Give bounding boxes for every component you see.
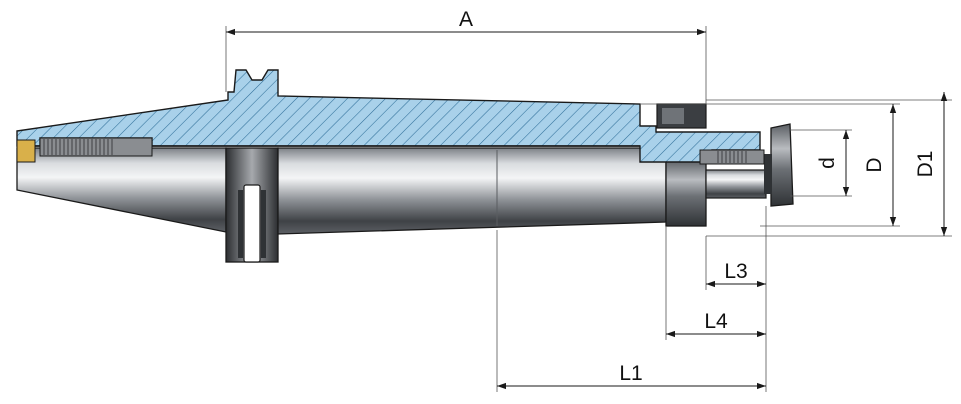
extension-lines xyxy=(225,26,952,392)
brass-insert xyxy=(16,139,36,163)
clamp-screw xyxy=(699,149,765,165)
holder-body xyxy=(277,147,667,235)
holder-exterior-view xyxy=(16,123,794,263)
dimension-labels: A L1 L3 L4 d D D1 xyxy=(459,8,937,385)
label-A: A xyxy=(459,8,473,31)
nose xyxy=(665,159,707,227)
taper-shank xyxy=(16,147,227,233)
holder-section-view xyxy=(16,69,765,165)
label-L3: L3 xyxy=(724,260,747,283)
clamping-nut xyxy=(770,123,794,207)
label-L4: L4 xyxy=(704,310,728,333)
flange-v-groove xyxy=(243,184,261,263)
label-D: D xyxy=(863,157,886,172)
label-d: d xyxy=(816,157,839,169)
label-L1: L1 xyxy=(619,362,642,385)
label-D1: D1 xyxy=(914,151,937,178)
dimension-lines xyxy=(226,28,948,390)
